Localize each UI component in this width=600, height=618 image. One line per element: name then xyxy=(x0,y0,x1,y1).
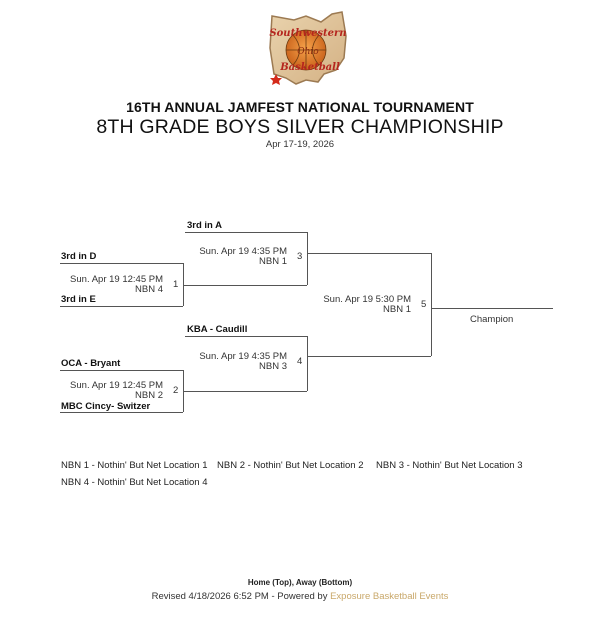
game-3-number: 3 xyxy=(297,251,303,262)
game-3-home-team[interactable]: 3rd in A xyxy=(187,220,223,231)
star-icon xyxy=(270,74,282,85)
champion-line xyxy=(431,308,553,309)
game-4-info: Sun. Apr 19 4:35 PM NBN 3 xyxy=(199,352,287,372)
southwestern-ohio-basketball-logo: Southwestern Ohio Basketball xyxy=(269,11,347,85)
game-2-home-line xyxy=(60,370,183,371)
game-4-to-game-5-line xyxy=(307,356,431,357)
game-3-home-line xyxy=(185,232,307,233)
game-2-number: 2 xyxy=(173,385,179,396)
game-1-away-team[interactable]: 3rd in E xyxy=(61,294,96,305)
game-1-number: 1 xyxy=(173,279,179,290)
home-away-note: Home (Top), Away (Bottom) xyxy=(247,578,353,587)
logo-text-southwestern: Southwestern xyxy=(269,28,346,39)
game-1-info: Sun. Apr 19 12:45 PM NBN 4 xyxy=(70,275,163,295)
tournament-dates: Apr 17-19, 2026 xyxy=(265,139,335,150)
game-3-date: Sun. Apr 19 4:35 PM xyxy=(199,246,287,257)
game-3-vertical-line xyxy=(307,232,308,285)
game-1-home-line xyxy=(60,263,183,264)
game-2-date: Sun. Apr 19 12:45 PM xyxy=(70,380,163,391)
game-2-away-team[interactable]: MBC Cincy- Switzer xyxy=(61,401,151,412)
game-2-away-line xyxy=(60,412,183,413)
game-4-date: Sun. Apr 19 4:35 PM xyxy=(199,351,287,362)
game-1-vertical-line xyxy=(183,263,184,306)
location-legend-4: NBN 4 - Nothin' But Net Location 4 xyxy=(61,477,208,488)
exposure-basketball-events-link[interactable]: Exposure Basketball Events xyxy=(330,591,449,602)
game-4-home-line xyxy=(185,336,307,337)
game-2-to-game-4-line xyxy=(183,391,307,392)
tournament-name: 16TH ANNUAL JAMFEST NATIONAL TOURNAMENT xyxy=(126,99,474,115)
logo-text-basketball: Basketball xyxy=(279,62,340,73)
logo-text-ohio: Ohio xyxy=(297,47,319,57)
game-1-away-line xyxy=(60,306,183,307)
game-4-home-team[interactable]: KBA - Caudill xyxy=(187,324,248,335)
game-1-location: NBN 4 xyxy=(135,284,163,295)
location-legend-3: NBN 3 - Nothin' But Net Location 3 xyxy=(376,460,523,471)
game-5-location: NBN 1 xyxy=(383,304,411,315)
division-title: 8TH GRADE BOYS SILVER CHAMPIONSHIP xyxy=(96,116,504,138)
game-4-number: 4 xyxy=(297,356,303,367)
game-5-number: 5 xyxy=(421,299,427,310)
game-1-date: Sun. Apr 19 12:45 PM xyxy=(70,274,163,285)
revised-footer: Revised 4/18/2026 6:52 PM - Powered by E… xyxy=(0,591,600,602)
game-4-location: NBN 3 xyxy=(259,361,287,372)
game-5-date: Sun. Apr 19 5:30 PM xyxy=(323,294,411,305)
location-legend-2: NBN 2 - Nothin' But Net Location 2 xyxy=(217,460,364,471)
location-legend-1: NBN 1 - Nothin' But Net Location 1 xyxy=(61,460,208,471)
game-1-to-game-3-line xyxy=(183,285,307,286)
game-5-info: Sun. Apr 19 5:30 PM NBN 1 xyxy=(323,295,411,315)
game-3-location: NBN 1 xyxy=(259,256,287,267)
game-4-vertical-line xyxy=(307,336,308,391)
game-2-info: Sun. Apr 19 12:45 PM NBN 2 xyxy=(70,381,163,401)
game-3-info: Sun. Apr 19 4:35 PM NBN 1 xyxy=(199,247,287,267)
game-5-vertical-line xyxy=(431,253,432,356)
game-2-location: NBN 2 xyxy=(135,390,163,401)
game-3-to-game-5-line xyxy=(307,253,431,254)
champion-label: Champion xyxy=(470,314,514,325)
game-1-home-team[interactable]: 3rd in D xyxy=(61,251,97,262)
revised-text: Revised 4/18/2026 6:52 PM - Powered by xyxy=(151,591,328,602)
game-2-home-team[interactable]: OCA - Bryant xyxy=(61,358,121,369)
